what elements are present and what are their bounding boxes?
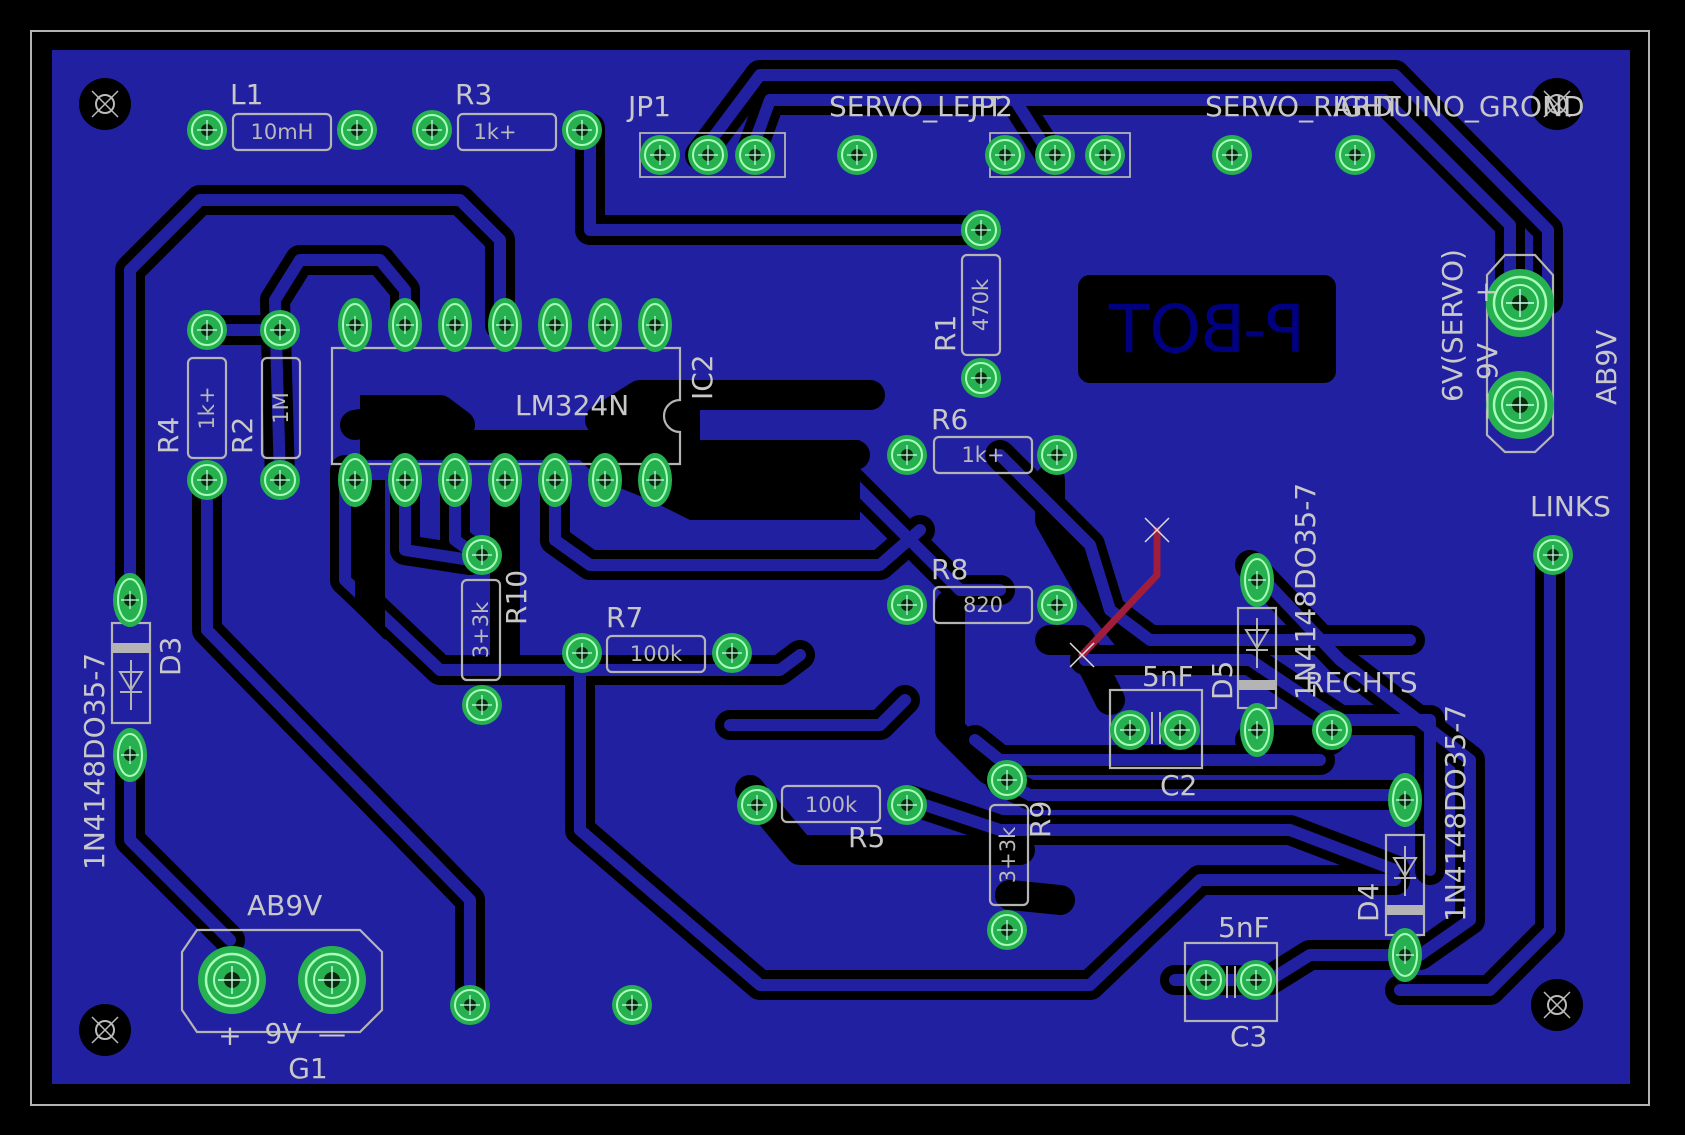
g2-desc: 6V(SERVO): [1436, 249, 1469, 402]
value-R4: 1k+: [195, 386, 219, 429]
value-R9: 3+3k: [996, 826, 1020, 883]
label-R7: R7: [606, 601, 643, 634]
value-R3: 1k+: [473, 120, 516, 144]
value-G1: AB9V: [247, 889, 322, 922]
mounting-hole-bottom-right: [1530, 978, 1584, 1032]
label-R10: R10: [500, 570, 533, 625]
mounting-hole-top-left: [78, 77, 132, 131]
label-D4: D4: [1352, 883, 1385, 922]
value-G2: AB9V: [1590, 330, 1623, 405]
title-block: [1078, 275, 1336, 383]
value-D3: 1N4148DO35-7: [78, 653, 111, 870]
g1-plus: +: [218, 1019, 241, 1052]
label-JP1: JP1: [626, 90, 671, 123]
label-G1: G1: [288, 1052, 328, 1085]
label-rechts: RECHTS: [1305, 666, 1418, 699]
label-IC2: IC2: [686, 354, 719, 400]
label-servo-left: SERVO_LEFT: [829, 90, 1004, 123]
label-D3: D3: [154, 637, 187, 676]
diode-symbols: [118, 618, 1418, 998]
value-R2: 1M: [269, 392, 293, 423]
value-D4: 1N4148DO35-7: [1439, 705, 1472, 922]
label-jp2: JP2: [968, 90, 1013, 123]
label-R2: R2: [226, 417, 259, 454]
value-R1: 470k: [969, 278, 993, 331]
label-R9: R9: [1024, 801, 1057, 838]
g2-plus: +: [1469, 281, 1502, 304]
label-servo-right: SERVO_RIGHT: [1205, 90, 1402, 123]
g2-minus: —: [1469, 392, 1502, 420]
board-outline: [30, 30, 1650, 1106]
value-D5: 1N4148DO35-7: [1289, 483, 1322, 700]
label-R6: R6: [931, 403, 968, 436]
silkscreen-outlines: [110, 112, 1555, 1034]
label-R8: R8: [931, 553, 968, 586]
value-R10: 3+3k: [469, 601, 493, 658]
label-R3: R3: [455, 78, 492, 111]
label-L1: L1: [230, 78, 263, 111]
value-R7: 100k: [630, 642, 683, 666]
airwire: [1078, 526, 1161, 659]
component-labels: L1 10mH R3 1k+ JP1 SERVO_LEFT JP2 SERVO_…: [78, 78, 1623, 1085]
g2-volt: 9V: [1471, 343, 1504, 380]
label-D5: D5: [1206, 661, 1239, 700]
airwire-crosses: [1069, 517, 1170, 668]
board-title: P-BOT: [1108, 291, 1305, 368]
value-C3: 5nF: [1218, 911, 1270, 944]
g1-volt: 9V: [265, 1017, 302, 1050]
value-R5: 100k: [805, 793, 858, 817]
label-R5: R5: [848, 821, 885, 854]
diode-bands: [112, 643, 1424, 915]
label-links: LINKS: [1530, 490, 1611, 523]
label-R1: R1: [929, 315, 962, 352]
value-IC2: LM324N: [515, 389, 629, 422]
label-arduino-ground: ARDUINO_GROND: [1333, 90, 1585, 123]
label-R4: R4: [152, 417, 185, 454]
value-L1: 10mH: [251, 120, 314, 144]
mounting-hole-bottom-left: [78, 1003, 132, 1057]
value-R6: 1k+: [961, 443, 1004, 467]
value-C2: 5nF: [1142, 660, 1194, 693]
label-C3: C3: [1230, 1020, 1267, 1053]
value-R8: 820: [963, 593, 1003, 617]
label-C2: C2: [1160, 769, 1197, 802]
g1-minus: —: [318, 1017, 346, 1050]
